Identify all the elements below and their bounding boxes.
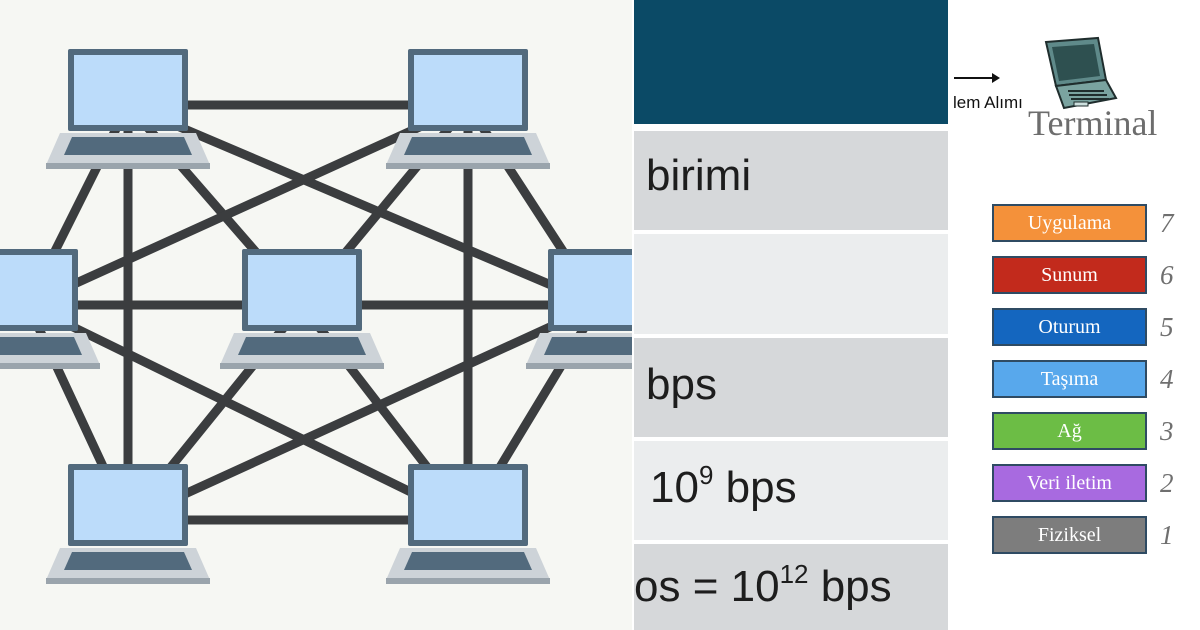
osi-layer-number: 6 (1160, 260, 1174, 290)
laptop-screen (554, 255, 632, 325)
osi-layer-session: Oturum (992, 308, 1147, 346)
laptop-edge (46, 578, 210, 584)
osi-layer-number: 2 (1160, 468, 1174, 498)
osi-layer-number: 7 (1160, 208, 1174, 238)
laptop-keyboard (64, 137, 192, 155)
mesh-network-diagram (0, 0, 632, 630)
laptop-screen (248, 255, 356, 325)
laptop-screen (74, 55, 182, 125)
laptop-edge (386, 163, 550, 169)
table-row: 109 bps (634, 441, 948, 540)
laptop-keyboard (0, 337, 82, 355)
laptop-node-1 (46, 49, 210, 169)
table-header-row (634, 0, 948, 124)
laptop-screen (414, 55, 522, 125)
bitrate-table: birimi bps 109 bps os = 1012 bps (634, 0, 948, 630)
laptop-node-6 (46, 464, 210, 584)
laptop-keyboard (404, 137, 532, 155)
terminal-laptop-icon (1044, 36, 1118, 110)
laptop-node-4 (220, 249, 384, 369)
terminal-label: Terminal (1028, 103, 1158, 143)
laptop-edge (46, 163, 210, 169)
table-row (634, 234, 948, 334)
table-cell: birimi (646, 151, 752, 200)
osi-layer-presentation: Sunum (992, 256, 1147, 294)
table-cell: os = 1012 bps (634, 559, 892, 611)
table-row: bps (634, 338, 948, 437)
table-cell: 109 bps (650, 460, 797, 512)
laptop-node-2 (386, 49, 550, 169)
mesh-network-svg (0, 49, 632, 584)
osi-model-panel: lem Alımı Terminal Uygulama 7 Sunum 6 Ot… (948, 0, 1200, 630)
link-n1-n5 (123, 100, 603, 310)
osi-layer-number: 1 (1160, 520, 1174, 550)
link-n5-n6 (123, 300, 603, 525)
laptop-edge (220, 363, 384, 369)
laptop-keyboard (238, 337, 366, 355)
laptop-node-5 (526, 249, 632, 369)
laptop-keyboard (64, 552, 192, 570)
laptop-edge (526, 363, 632, 369)
osi-layer-application: Uygulama (992, 204, 1147, 242)
osi-layer-number: 4 (1160, 364, 1174, 394)
table-row: birimi (634, 131, 948, 230)
laptop-edge (386, 578, 550, 584)
link-n3-n7 (23, 300, 473, 525)
osi-layer-network: Ağ (992, 412, 1147, 450)
osi-layer-data-link: Veri iletim (992, 464, 1147, 502)
osi-layer-number: 3 (1160, 416, 1174, 446)
arrow-right-icon (954, 73, 1000, 83)
osi-layer-physical: Fiziksel (992, 516, 1147, 554)
receive-label: lem Alımı (953, 93, 1023, 112)
laptop-keyboard (404, 552, 532, 570)
osi-layer-number: 5 (1160, 312, 1174, 342)
table-cell: bps (646, 360, 717, 409)
laptop-node-3 (0, 249, 100, 369)
laptop-node-7 (386, 464, 550, 584)
table-row: os = 1012 bps (634, 544, 948, 630)
laptop-screen (414, 470, 522, 540)
laptop-screen (74, 470, 182, 540)
laptop-keyboard (544, 337, 632, 355)
link-n2-n3 (23, 100, 473, 310)
laptop-edge (0, 363, 100, 369)
laptop-screen (0, 255, 72, 325)
network-nodes (0, 49, 632, 584)
osi-layer-transport: Taşıma (992, 360, 1147, 398)
